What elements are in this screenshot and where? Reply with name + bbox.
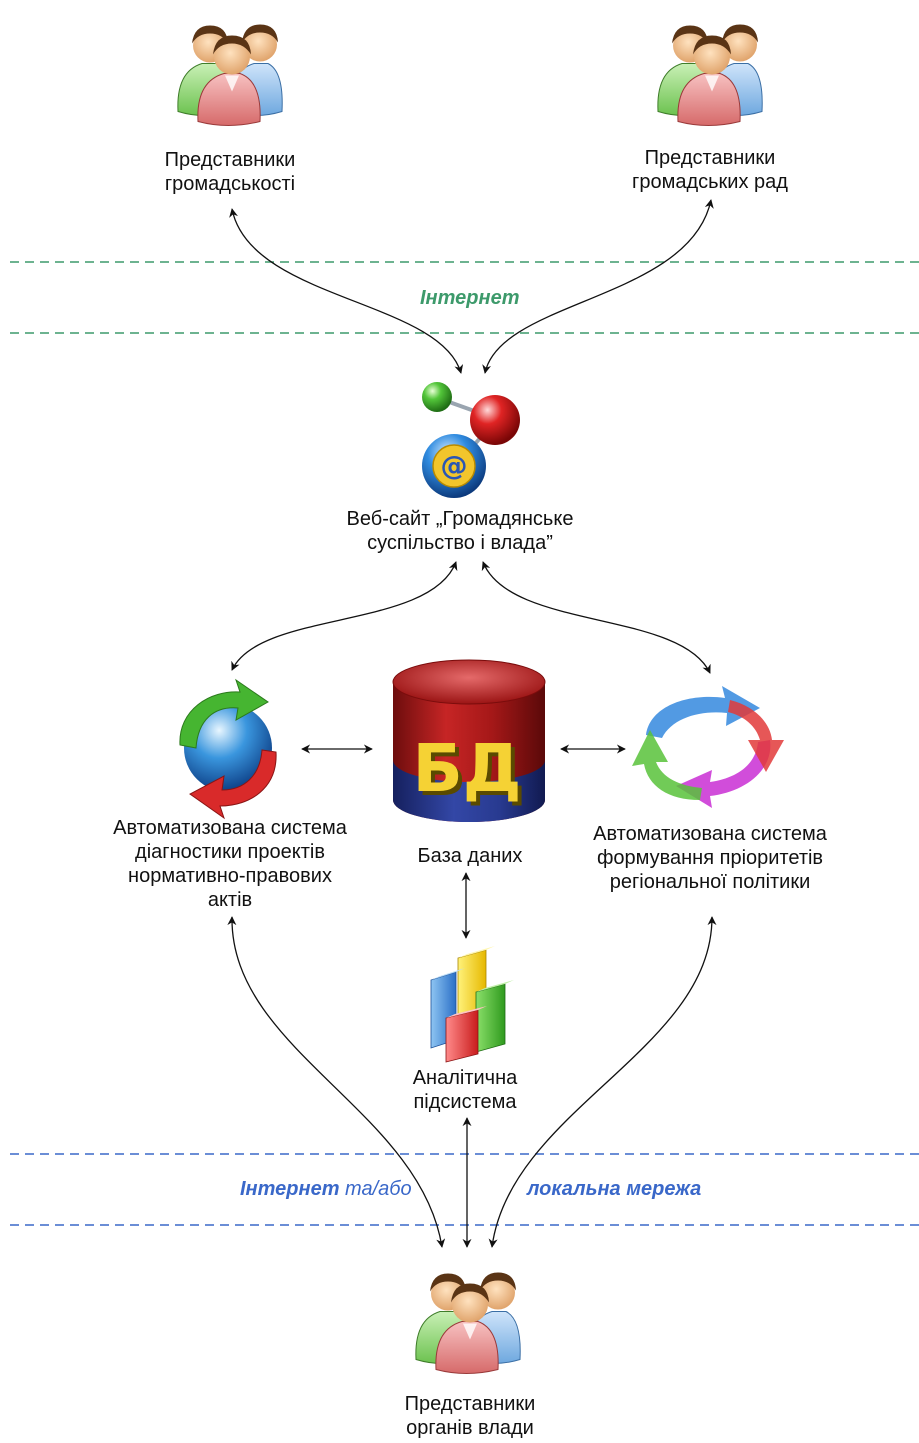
right-system-label-line2: формування пріоритетів	[596, 847, 824, 869]
network-band-and-or-text: та/або	[339, 1178, 412, 1200]
database-icon-text: БД	[416, 734, 525, 811]
authority-reps-label-line1: Представники	[404, 1393, 536, 1415]
analytics-label: Аналітична підсистема	[380, 1066, 550, 1114]
website-molecule-at-icon: @	[422, 382, 520, 498]
public-reps-people-icon	[177, 23, 283, 127]
svg-text:@: @	[441, 451, 468, 482]
left-system-label-line3: нормативно-правових	[128, 865, 332, 887]
authority-reps-label-line2: органів влади	[406, 1417, 534, 1439]
left-system-label-line4: актів	[207, 889, 253, 911]
arrow-right-system-authority	[488, 916, 717, 1248]
right-system-label: Автоматизована система формування пріори…	[580, 822, 840, 894]
arrow-left-system-authority	[227, 916, 446, 1248]
website-label-line2: суспільство і влада”	[367, 532, 553, 554]
network-band-right-label: локальна мережа	[527, 1178, 702, 1200]
public-reps-label-line2: громадськості	[164, 173, 296, 195]
council-reps-people-icon	[657, 23, 763, 127]
council-reps-label-line2: громадських рад	[632, 171, 788, 193]
arrow-website-right-system	[481, 561, 711, 674]
right-system-label-line3: регіональної політики	[609, 871, 811, 893]
right-system-label-line1: Автоматизована система	[593, 823, 827, 845]
circular-arrows-icon	[632, 686, 784, 808]
internet-band-label: Інтернет	[420, 287, 520, 309]
left-system-label-line1: Автоматизована система	[113, 817, 347, 839]
network-band-internet-text: Інтернет	[240, 1178, 340, 1200]
arrow-public-website	[229, 208, 464, 374]
arrow-council-website	[482, 199, 714, 374]
left-system-label-line2: діагностики проектів	[135, 841, 325, 863]
public-reps-label-line1: Представники	[164, 149, 296, 171]
public-reps-label: Представники громадськості	[130, 148, 330, 196]
analytics-label-line2: підсистема	[413, 1091, 517, 1113]
network-band-left-label: Інтернет та/або	[240, 1178, 412, 1201]
sync-arrows-globe-icon	[179, 678, 277, 820]
database-cylinder-icon: БД БД	[392, 659, 546, 822]
database-label: База даних	[417, 845, 523, 867]
council-reps-label-line1: Представники	[644, 147, 776, 169]
authority-reps-people-icon	[415, 1271, 521, 1375]
website-label-line1: Веб-сайт „Громадянське	[346, 508, 574, 530]
database-icon-text-front: БД	[412, 730, 521, 807]
left-system-label: Автоматизована система діагностики проек…	[100, 816, 360, 912]
analytics-label-line1: Аналітична	[412, 1067, 518, 1089]
council-reps-label: Представники громадських рад	[600, 146, 820, 194]
website-label: Веб-сайт „Громадянське суспільство і вла…	[330, 507, 590, 555]
authority-reps-label: Представники органів влади	[370, 1392, 570, 1440]
bar-chart-icon	[430, 946, 514, 1063]
arrow-website-left-system	[231, 561, 458, 671]
